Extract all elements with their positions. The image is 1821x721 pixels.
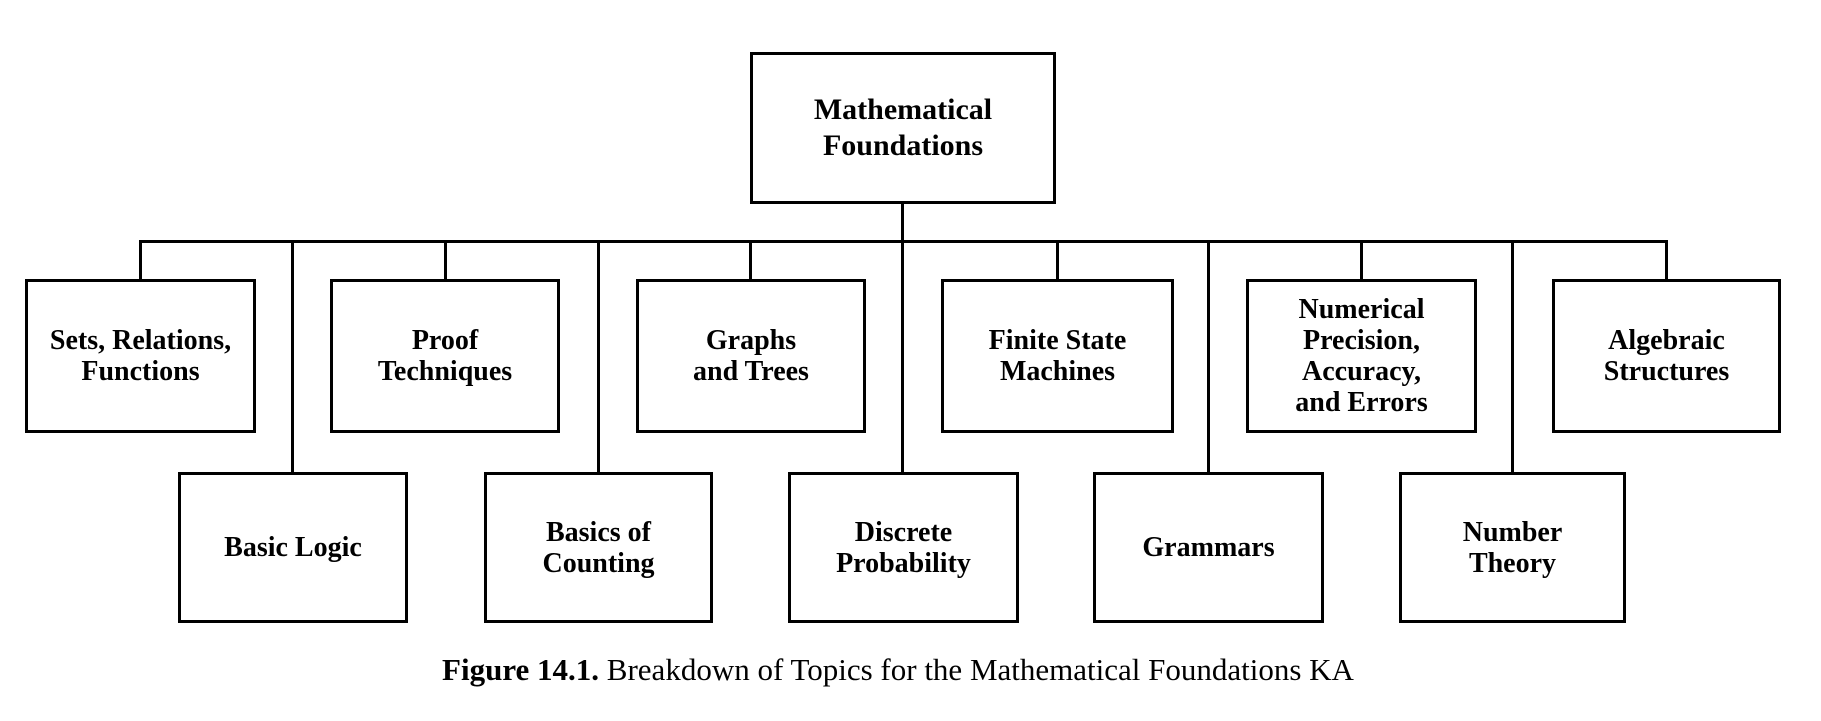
node-basic-logic: Basic Logic — [178, 472, 408, 623]
node-grammars: Grammars — [1093, 472, 1324, 623]
node-sets-relations-functions: Sets, Relations, Functions — [25, 279, 256, 433]
connector-level1-graphs — [749, 240, 752, 282]
node-label: Mathematical Foundations — [813, 93, 993, 162]
node-label: Discrete Probability — [836, 516, 971, 579]
node-mathematical-foundations: Mathematical Foundations — [750, 52, 1056, 204]
node-label: Basics of Counting — [542, 516, 655, 579]
node-label: Proof Techniques — [377, 325, 513, 387]
node-proof-techniques: Proof Techniques — [330, 279, 560, 433]
connector-level2-grammars — [1207, 240, 1210, 475]
connector-bus — [139, 240, 1668, 243]
connector-root-trunk — [901, 201, 904, 475]
connector-level2-number-theory — [1511, 240, 1514, 475]
node-graphs-and-trees: Graphs and Trees — [636, 279, 866, 433]
node-label: Numerical Precision, Accuracy, and Error… — [1295, 294, 1428, 418]
connector-level1-algebraic — [1665, 240, 1668, 282]
connector-level1-proof — [444, 240, 447, 282]
figure-caption: Figure 14.1. Breakdown of Topics for the… — [0, 648, 1796, 692]
figure-caption-number: Figure 14.1. — [442, 652, 600, 687]
node-label: Basic Logic — [224, 532, 362, 563]
node-label: Graphs and Trees — [693, 325, 809, 387]
node-number-theory: Number Theory — [1399, 472, 1626, 623]
connector-level1-sets — [139, 240, 142, 282]
node-finite-state-machines: Finite State Machines — [941, 279, 1174, 433]
figure-caption-text: Breakdown of Topics for the Mathematical… — [599, 652, 1354, 687]
connector-level2-basic-logic — [291, 240, 294, 475]
node-basics-of-counting: Basics of Counting — [484, 472, 713, 623]
node-numerical-precision-accuracy-errors: Numerical Precision, Accuracy, and Error… — [1246, 279, 1477, 433]
node-label: Sets, Relations, Functions — [49, 325, 232, 387]
connector-level1-finite — [1056, 240, 1059, 282]
connector-level2-basics-counting — [597, 240, 600, 475]
node-algebraic-structures: Algebraic Structures — [1552, 279, 1781, 433]
node-label: Grammars — [1142, 532, 1275, 563]
connector-level1-numerical — [1360, 240, 1363, 282]
node-label: Algebraic Structures — [1603, 325, 1730, 387]
node-discrete-probability: Discrete Probability — [788, 472, 1019, 623]
node-label: Number Theory — [1462, 516, 1563, 579]
node-label: Finite State Machines — [988, 325, 1127, 387]
